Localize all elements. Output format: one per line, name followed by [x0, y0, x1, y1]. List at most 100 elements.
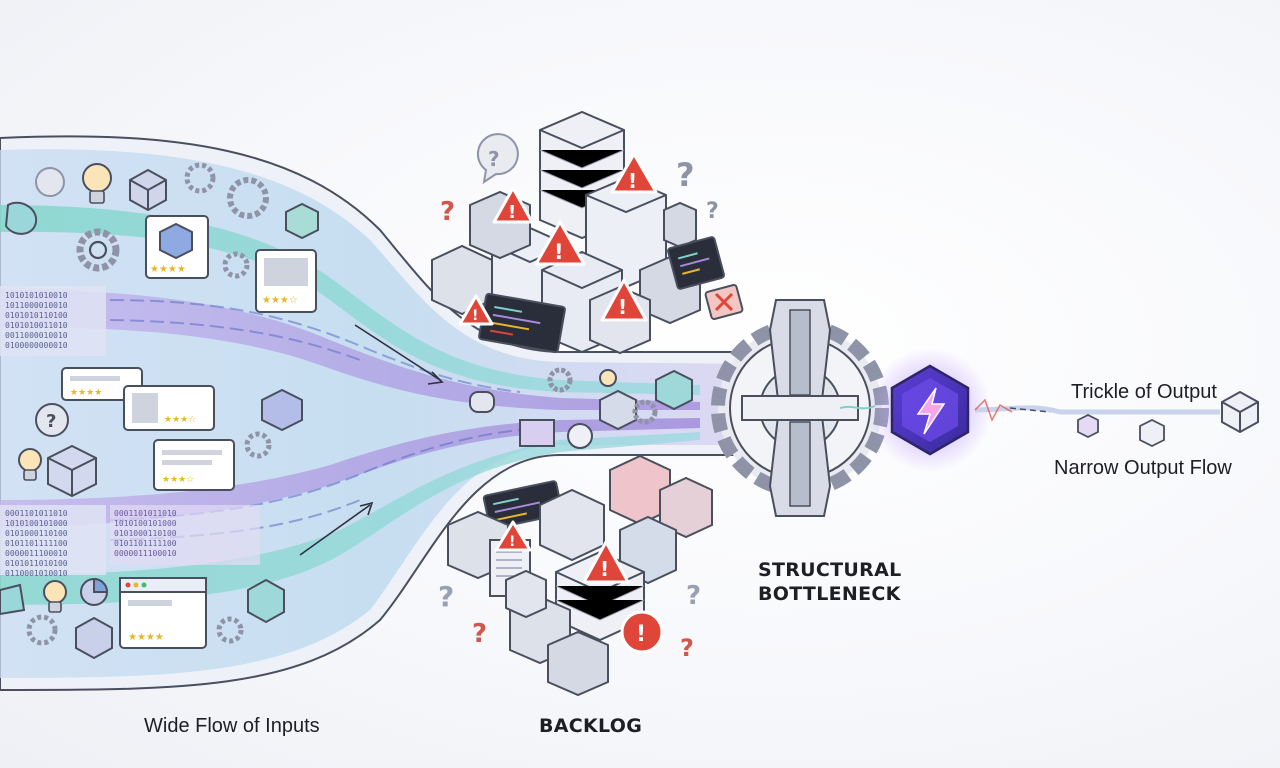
question-icon: ? [676, 156, 695, 194]
box-icon [547, 630, 609, 697]
cube-icon [47, 444, 97, 498]
svg-text:!: ! [508, 202, 516, 223]
svg-text:★★★☆: ★★★☆ [262, 295, 298, 306]
cube-icon [285, 202, 319, 240]
wide-flow-label: Wide Flow of Inputs [144, 715, 320, 737]
output-cube-icon [1077, 413, 1099, 439]
gear-icon [184, 162, 216, 194]
question-icon: ? [686, 581, 701, 611]
gear-icon [244, 431, 272, 459]
gear-icon [216, 616, 244, 644]
star-card-icon: ★★★★ [119, 577, 207, 649]
question-icon: ? [440, 197, 455, 227]
svg-text:★★★☆: ★★★☆ [164, 414, 196, 424]
binary-line: 0001101011010 [114, 509, 177, 518]
binary-line: 1010100101000 [5, 519, 68, 528]
bottleneck-gear [711, 299, 889, 517]
svg-text:!: ! [636, 622, 646, 647]
binary-line: 0000011100010 [114, 549, 177, 558]
neck-items [469, 367, 693, 449]
svg-text:!: ! [600, 557, 609, 581]
trickle-output-label: Trickle of Output [1071, 381, 1217, 403]
svg-text:★★★★: ★★★★ [150, 264, 186, 275]
question-icon: ? [706, 199, 719, 224]
output-cube-icon [1139, 418, 1165, 448]
output-stream [974, 390, 1259, 448]
binary-line: 0000011100010 [5, 549, 68, 558]
box-icon [505, 569, 547, 619]
cube-icon [129, 168, 167, 212]
error-close-icon [704, 284, 744, 320]
warning-icon: ! [610, 152, 658, 194]
code-window-icon [667, 236, 725, 290]
question-icon: ? [438, 580, 454, 613]
warning-icon: ! [494, 520, 532, 552]
star-card-icon: ★★★☆ [255, 249, 317, 313]
lightbulb-icon [43, 580, 67, 613]
svg-text:★★★★: ★★★★ [128, 632, 164, 643]
gear-icon [227, 177, 269, 219]
question-bubble-icon: ? [476, 133, 519, 185]
lightbulb-icon [18, 448, 42, 481]
puzzle-icon [4, 201, 38, 235]
svg-text:!: ! [554, 240, 564, 264]
binary-line: 0101000110100 [114, 529, 177, 538]
svg-text:?: ? [488, 147, 500, 171]
stream-icons: ? ★★★★ ★★★☆ ★★★★ ★★★☆ ★ [0, 162, 319, 660]
lightning-core-icon [868, 348, 992, 472]
gear-icon [222, 251, 250, 279]
binary-line: 0100000000010 [5, 341, 68, 350]
binary-line: 0101101111100 [114, 539, 177, 548]
svg-text:!: ! [628, 169, 637, 193]
bottleneck-label-line1: STRUCTURAL [758, 559, 902, 581]
binary-line: 0101011010100 [5, 559, 68, 568]
star-card-icon: ★★★★ [145, 215, 209, 279]
backlog-pile: ! ! ! ! ! ! ! ! [431, 110, 744, 697]
binary-line: 1011000010010 [5, 301, 68, 310]
output-cube-icon [1221, 390, 1259, 434]
warning-icon: ! [534, 220, 586, 266]
binary-line: 0101000110100 [5, 529, 68, 538]
backlog-label: BACKLOG [539, 715, 643, 737]
warning-icon: ! [582, 540, 630, 584]
question-icon: ? [680, 634, 694, 662]
binary-line: 0110001010010 [5, 569, 68, 578]
star-card-icon: ★★★☆ [123, 385, 215, 431]
binary-line: 1010101010010 [5, 291, 68, 300]
warning-icon: ! [458, 294, 494, 326]
svg-text:!: ! [472, 308, 478, 324]
svg-text:?: ? [46, 411, 56, 432]
binary-line: 0101101111100 [5, 539, 68, 548]
question-icon: ? [35, 403, 69, 437]
lightbulb-icon [82, 163, 112, 204]
svg-text:★★★★: ★★★★ [70, 387, 102, 397]
cube-icon [261, 388, 303, 432]
code-window-icon [478, 292, 566, 354]
binary-line: 0101010110100 [5, 311, 68, 320]
gear-icon [76, 228, 120, 272]
star-card-icon: ★★★☆ [153, 439, 235, 491]
star-card-icon: ★★★★ [61, 367, 143, 401]
warning-icon: ! [492, 186, 534, 224]
cube-icon [75, 616, 113, 660]
svg-text:!: ! [509, 534, 515, 550]
box-icon [431, 244, 493, 316]
binary-line: 0101010011010 [5, 321, 68, 330]
binary-line: 0011000010010 [5, 331, 68, 340]
binary-line: 0001101011010 [5, 509, 68, 518]
alert-circle-icon: ! [620, 610, 664, 654]
bottleneck-label-line2: BOTTLENECK [758, 583, 901, 605]
binary-line: 1010100101000 [114, 519, 177, 528]
narrow-output-label: Narrow Output Flow [1054, 457, 1232, 479]
gear-icon [26, 614, 58, 646]
pie-chart-icon [80, 577, 109, 606]
puzzle-icon [0, 583, 26, 616]
question-icon: ? [472, 619, 487, 649]
